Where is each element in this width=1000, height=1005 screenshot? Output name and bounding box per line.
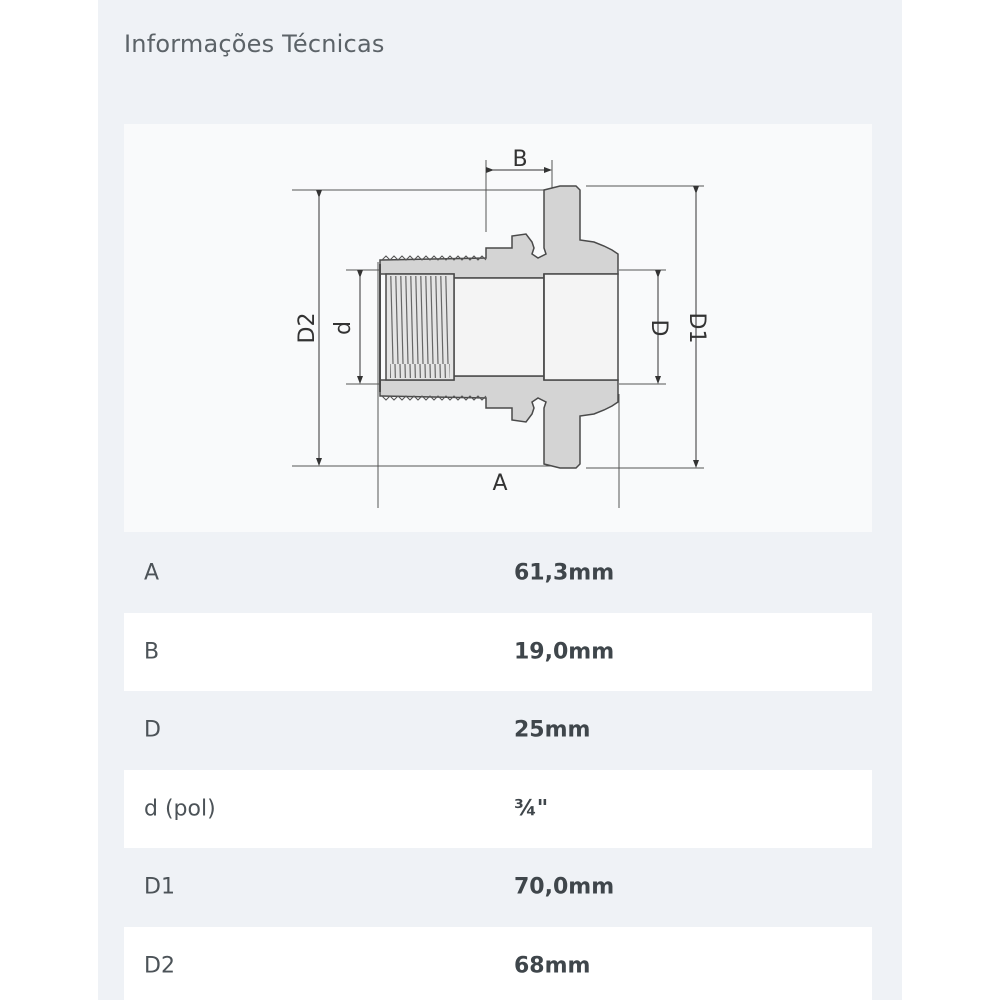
spec-value: 25mm [514,718,590,743]
dim-label-b: B [512,147,527,172]
spec-label: D2 [144,953,175,978]
spec-label: D1 [144,875,175,900]
technical-drawing: B A D2 d D D1 [124,124,872,532]
section-title: Informações Técnicas [124,30,385,58]
internal-thread [380,264,454,392]
spec-value: 70,0mm [514,875,614,900]
spec-row: D 25mm [124,691,872,770]
spec-label: A [144,561,159,586]
spec-row: d (pol) ¾" [124,770,872,849]
spec-row: D2 68mm [124,927,872,1005]
dim-label-d-large: D [646,320,671,337]
spec-value: 68mm [514,953,590,978]
spec-label: B [144,639,159,664]
spec-table: A 61,3mm B 19,0mm D 25mm d (pol) ¾" D1 7… [124,534,872,1005]
dim-label-d2: D2 [295,313,320,344]
dim-label-a: A [492,471,507,496]
spec-label: d (pol) [144,796,216,821]
spec-value: 19,0mm [514,639,614,664]
dim-label-d1: D1 [684,313,709,344]
spec-value: ¾" [514,796,548,821]
fitting-diagram: B A D2 d D D1 [124,124,872,532]
dim-label-d-small: d [331,321,356,335]
spec-label: D [144,718,161,743]
spec-row: B 19,0mm [124,613,872,692]
spec-value: 61,3mm [514,561,614,586]
spec-row: D1 70,0mm [124,848,872,927]
technical-info-panel: Informações Técnicas [98,0,902,1000]
spec-row: A 61,3mm [124,534,872,613]
